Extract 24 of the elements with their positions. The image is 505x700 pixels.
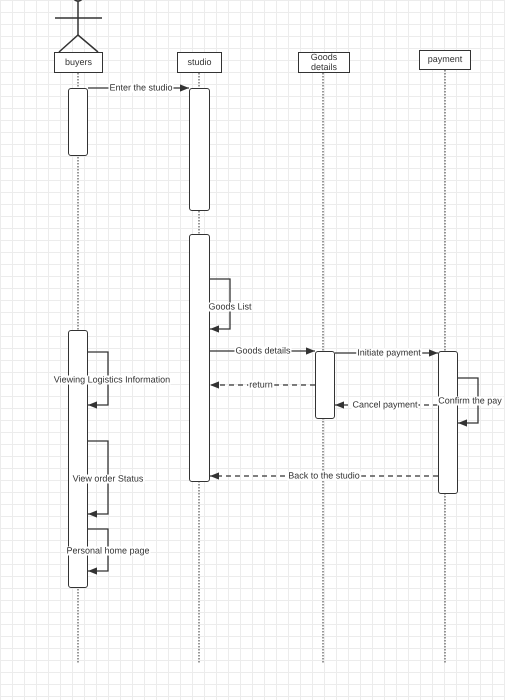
message-arrow — [88, 440, 109, 518]
activation-bar — [189, 88, 210, 211]
edge-label: Viewing Logistics Information — [52, 376, 172, 384]
activation-bar — [189, 234, 210, 482]
edge-label: Confirm the pay — [437, 396, 503, 406]
edge-label: View order Status — [72, 474, 144, 484]
edge-label: Cancel payment — [351, 400, 419, 410]
participant-box: payment — [419, 50, 471, 70]
participant-box: buyers — [54, 52, 103, 73]
participant-box: studio — [177, 52, 222, 73]
edge-label: Goods details — [234, 346, 292, 356]
message-arrow — [458, 377, 479, 427]
activation-bar — [315, 351, 335, 419]
message-arrow — [210, 278, 231, 333]
edge-label: Goods List — [207, 302, 253, 312]
edge-label: Back to the studio — [287, 472, 361, 480]
message-arrow — [88, 528, 109, 575]
activation-bar — [68, 88, 88, 156]
participant-box: Goods details — [298, 52, 350, 73]
message-arrow — [88, 351, 109, 409]
edge-label: Personal home page — [65, 546, 151, 556]
edge-label: Initiate payment — [356, 348, 422, 358]
edge-label: return — [248, 380, 274, 390]
edge-label: Enter the studio — [108, 84, 174, 92]
